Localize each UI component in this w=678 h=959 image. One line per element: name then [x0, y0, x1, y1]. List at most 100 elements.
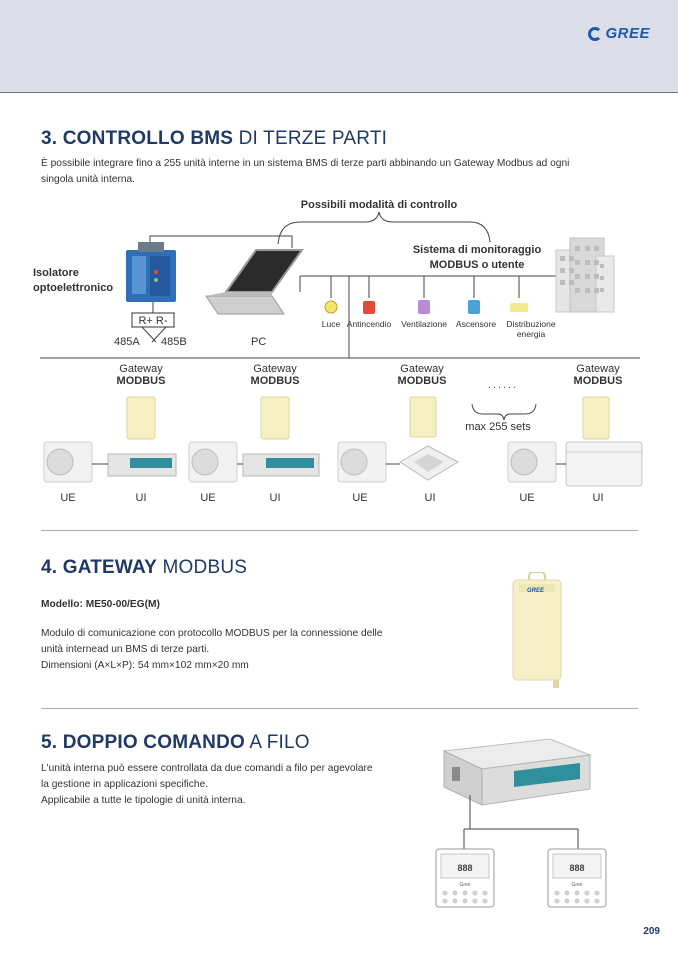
device-light: Luce [322, 319, 341, 329]
section3-title: 3. CONTROLLO BMS DI TERZE PARTI [41, 128, 387, 150]
section5-desc-line2: la gestione in applicazioni specifiche. [41, 779, 209, 790]
label-ui-2: UI [270, 492, 281, 504]
bms-diagram: Possibili modalità di controllo Isolator… [33, 199, 643, 504]
label-ue-3: UE [352, 492, 367, 504]
gateway-model: Modello: ME50-00/EG(M) [41, 599, 160, 610]
page-header: GREE [0, 0, 678, 93]
svg-text:MODBUS: MODBUS [251, 375, 300, 387]
svg-text:Gateway: Gateway [576, 363, 620, 375]
device-fire: Antincendio [347, 319, 392, 329]
gateway-group-2: Gateway MODBUS [251, 363, 300, 440]
isolator-label-line2: optoelettronico [33, 282, 113, 294]
duct-indoor-unit-icon-2 [242, 453, 320, 477]
gateway-product-image: GREE [512, 572, 562, 688]
building-icon [555, 237, 615, 313]
max-sets-brace [471, 403, 537, 421]
gateway-module-icon [260, 396, 290, 440]
section4-title-bold: 4. GATEWAY [41, 557, 158, 578]
controller-display-1: 888 [457, 863, 472, 873]
divider-1 [41, 530, 638, 531]
laptop-icon [205, 249, 304, 315]
isolator-device-icon [126, 242, 176, 302]
max-sets-label: max 255 sets [465, 421, 531, 433]
svg-text:Gateway: Gateway [400, 363, 444, 375]
label-ui-1: UI [136, 492, 147, 504]
ceiling-indoor-unit-icon [565, 441, 643, 487]
svg-text:Gateway: Gateway [119, 363, 163, 375]
section5-title-bold: 5. DOPPIO COMANDO [41, 732, 245, 753]
device-ventilation: Ventilazione [401, 319, 447, 329]
port-485b: 485B [161, 336, 187, 348]
section5-desc-line3: Applicabile a tutte le tipologie di unit… [41, 795, 246, 806]
monitor-label-line1: Sistema di monitoraggio [413, 244, 542, 256]
gateway-module-icon [126, 396, 156, 440]
gateway-brand-text: GREE [527, 588, 545, 594]
isolator-laptop-wire [149, 235, 293, 248]
outdoor-unit-icon-2 [188, 441, 238, 483]
section5-description: L'unità interna può essere controllata d… [41, 761, 431, 809]
outdoor-unit-icon-4 [507, 441, 557, 483]
section3-intro-line2: singola unità interna. [41, 174, 136, 185]
ventilation-icon [418, 300, 430, 314]
pc-label: PC [251, 336, 266, 348]
elevator-icon [468, 300, 480, 314]
light-bulb-icon [324, 300, 338, 314]
section4-description: Modulo di comunicazione con protocollo M… [41, 626, 441, 674]
section3-intro: È possibile integrare fino a 255 unità i… [41, 156, 651, 188]
controller-display-2: 888 [569, 863, 584, 873]
brand-name: GREE [605, 25, 650, 42]
gateway-module-icon [582, 396, 610, 440]
label-ui-3: UI [425, 492, 436, 504]
port-485a: 485A [114, 336, 140, 348]
device-energy-line1: Distribuzione [506, 319, 555, 329]
section4-desc-line3: Dimensioni (A×L×P): 54 mm×102 mm×20 mm [41, 660, 249, 671]
label-ue-2: UE [200, 492, 215, 504]
wired-controller-icon-2: 888 Gree [547, 848, 607, 908]
gree-logo: GREE [588, 25, 650, 42]
cassette-indoor-unit-icon [399, 445, 460, 481]
label-ue-4: UE [519, 492, 534, 504]
control-modes-label: Possibili modalità di controllo [301, 199, 458, 211]
gateway-module-icon [409, 396, 437, 438]
label-ue-1: UE [60, 492, 75, 504]
page-number: 209 [643, 926, 660, 937]
wired-controller-icon-1: 888 Gree [435, 848, 495, 908]
monitor-label-line2: MODBUS o utente [430, 259, 525, 271]
controller-wire [469, 795, 579, 849]
isolator-label-line1: Isolatore [33, 267, 79, 279]
duct-indoor-unit-icon-1 [107, 453, 177, 477]
section5-title: 5. DOPPIO COMANDO A FILO [41, 732, 310, 754]
controller-brand-1: Gree [459, 882, 470, 888]
dots-separator: ...... [488, 379, 518, 391]
outdoor-unit-icon-1 [43, 441, 93, 483]
section3-title-bold: 3. CONTROLLO BMS [41, 128, 234, 149]
section5-title-light: A FILO [249, 732, 310, 753]
gateway-group-1: Gateway MODBUS [117, 363, 166, 440]
svg-text:Gateway: Gateway [253, 363, 297, 375]
dual-controller-illustration: 888 Gree 888 Gree [435, 738, 607, 908]
gree-logo-icon [588, 26, 603, 41]
fire-extinguisher-icon [363, 301, 375, 314]
energy-distribution-icon [510, 303, 528, 312]
svg-text:MODBUS: MODBUS [398, 375, 447, 387]
section4-title-light: MODBUS [162, 557, 248, 578]
section3-intro-line1: È possibile integrare fino a 255 unità i… [41, 158, 570, 169]
label-ui-4: UI [593, 492, 604, 504]
outdoor-unit-icon-3 [337, 441, 387, 483]
section3-title-light: DI TERZE PARTI [238, 128, 388, 149]
control-modes-brace [277, 211, 491, 245]
section4-title: 4. GATEWAY MODBUS [41, 557, 247, 579]
terminal-label: R+ R- [138, 315, 167, 327]
duct-unit-product-icon [442, 738, 592, 806]
svg-text:MODBUS: MODBUS [117, 375, 166, 387]
gateway-group-3: Gateway MODBUS [398, 363, 447, 438]
svg-text:MODBUS: MODBUS [574, 375, 623, 387]
section4-desc-line1: Modulo di comunicazione con protocollo M… [41, 628, 383, 639]
section4-desc-line2: unità internead un BMS di terze parti. [41, 644, 210, 655]
gateway-group-4: Gateway MODBUS [574, 363, 623, 440]
divider-2 [41, 708, 638, 709]
controller-brand-2: Gree [571, 882, 582, 888]
device-elevator: Ascensore [456, 319, 496, 329]
device-energy-line2: energia [517, 329, 546, 339]
section5-desc-line1: L'unità interna può essere controllata d… [41, 763, 373, 774]
